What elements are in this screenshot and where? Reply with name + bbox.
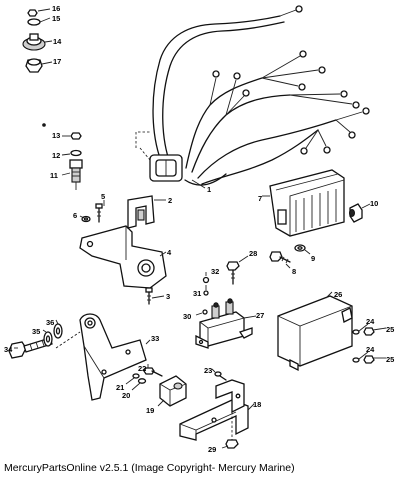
callout-20: 20 xyxy=(122,391,130,400)
terminal-hardware xyxy=(195,255,249,316)
callout-5: 5 xyxy=(101,192,105,201)
callout-25-upper: 25 xyxy=(386,325,394,334)
callout-3: 3 xyxy=(166,292,170,301)
callout-19: 19 xyxy=(146,406,154,415)
exploded-parts-diagram: 1 16 15 14 17 13 12 11 xyxy=(4,4,394,454)
callout-33: 33 xyxy=(151,334,159,343)
temperature-sender xyxy=(42,123,83,190)
callout-30: 30 xyxy=(183,312,191,321)
callout-2: 2 xyxy=(168,196,172,205)
circuit-breaker-assembly xyxy=(125,364,255,449)
callout-35: 35 xyxy=(32,327,40,336)
callout-24-lower: 24 xyxy=(366,345,375,354)
callout-17: 17 xyxy=(53,57,61,66)
lift-bracket xyxy=(8,313,151,401)
callout-27: 27 xyxy=(256,311,264,320)
callout-7: 7 xyxy=(258,194,262,203)
callout-31: 31 xyxy=(193,289,201,298)
callout-24-upper: 24 xyxy=(366,317,375,326)
callout-9: 9 xyxy=(311,254,315,263)
callout-15: 15 xyxy=(52,14,60,23)
starter-solenoid xyxy=(195,298,257,349)
mounting-bracket xyxy=(79,195,167,305)
callout-16: 16 xyxy=(52,4,60,13)
callout-1: 1 xyxy=(207,185,211,194)
solenoid-cover xyxy=(277,291,387,372)
image-caption: MercuryPartsOnline v2.5.1 (Image Copyrig… xyxy=(4,462,295,474)
callout-32: 32 xyxy=(211,267,219,276)
callout-28: 28 xyxy=(249,249,257,258)
callout-29: 29 xyxy=(208,445,216,454)
callout-18: 18 xyxy=(253,400,261,409)
callout-36: 36 xyxy=(46,318,54,327)
callout-12: 12 xyxy=(52,151,60,160)
callout-26: 26 xyxy=(334,290,342,299)
callout-34: 34 xyxy=(4,345,13,354)
callout-22: 22 xyxy=(138,364,146,373)
callout-6: 6 xyxy=(73,211,77,220)
callout-25-lower: 25 xyxy=(386,355,394,364)
callout-21: 21 xyxy=(116,383,124,392)
callout-10: 10 xyxy=(370,199,378,208)
callout-14: 14 xyxy=(53,37,62,46)
callout-4: 4 xyxy=(167,248,172,257)
ignition-switch-parts xyxy=(22,8,53,73)
callout-8: 8 xyxy=(292,267,296,276)
callout-13: 13 xyxy=(52,131,60,140)
wiring-harness xyxy=(135,5,370,186)
callout-11: 11 xyxy=(50,171,58,180)
callout-23: 23 xyxy=(204,366,212,375)
ignition-module xyxy=(262,169,371,269)
